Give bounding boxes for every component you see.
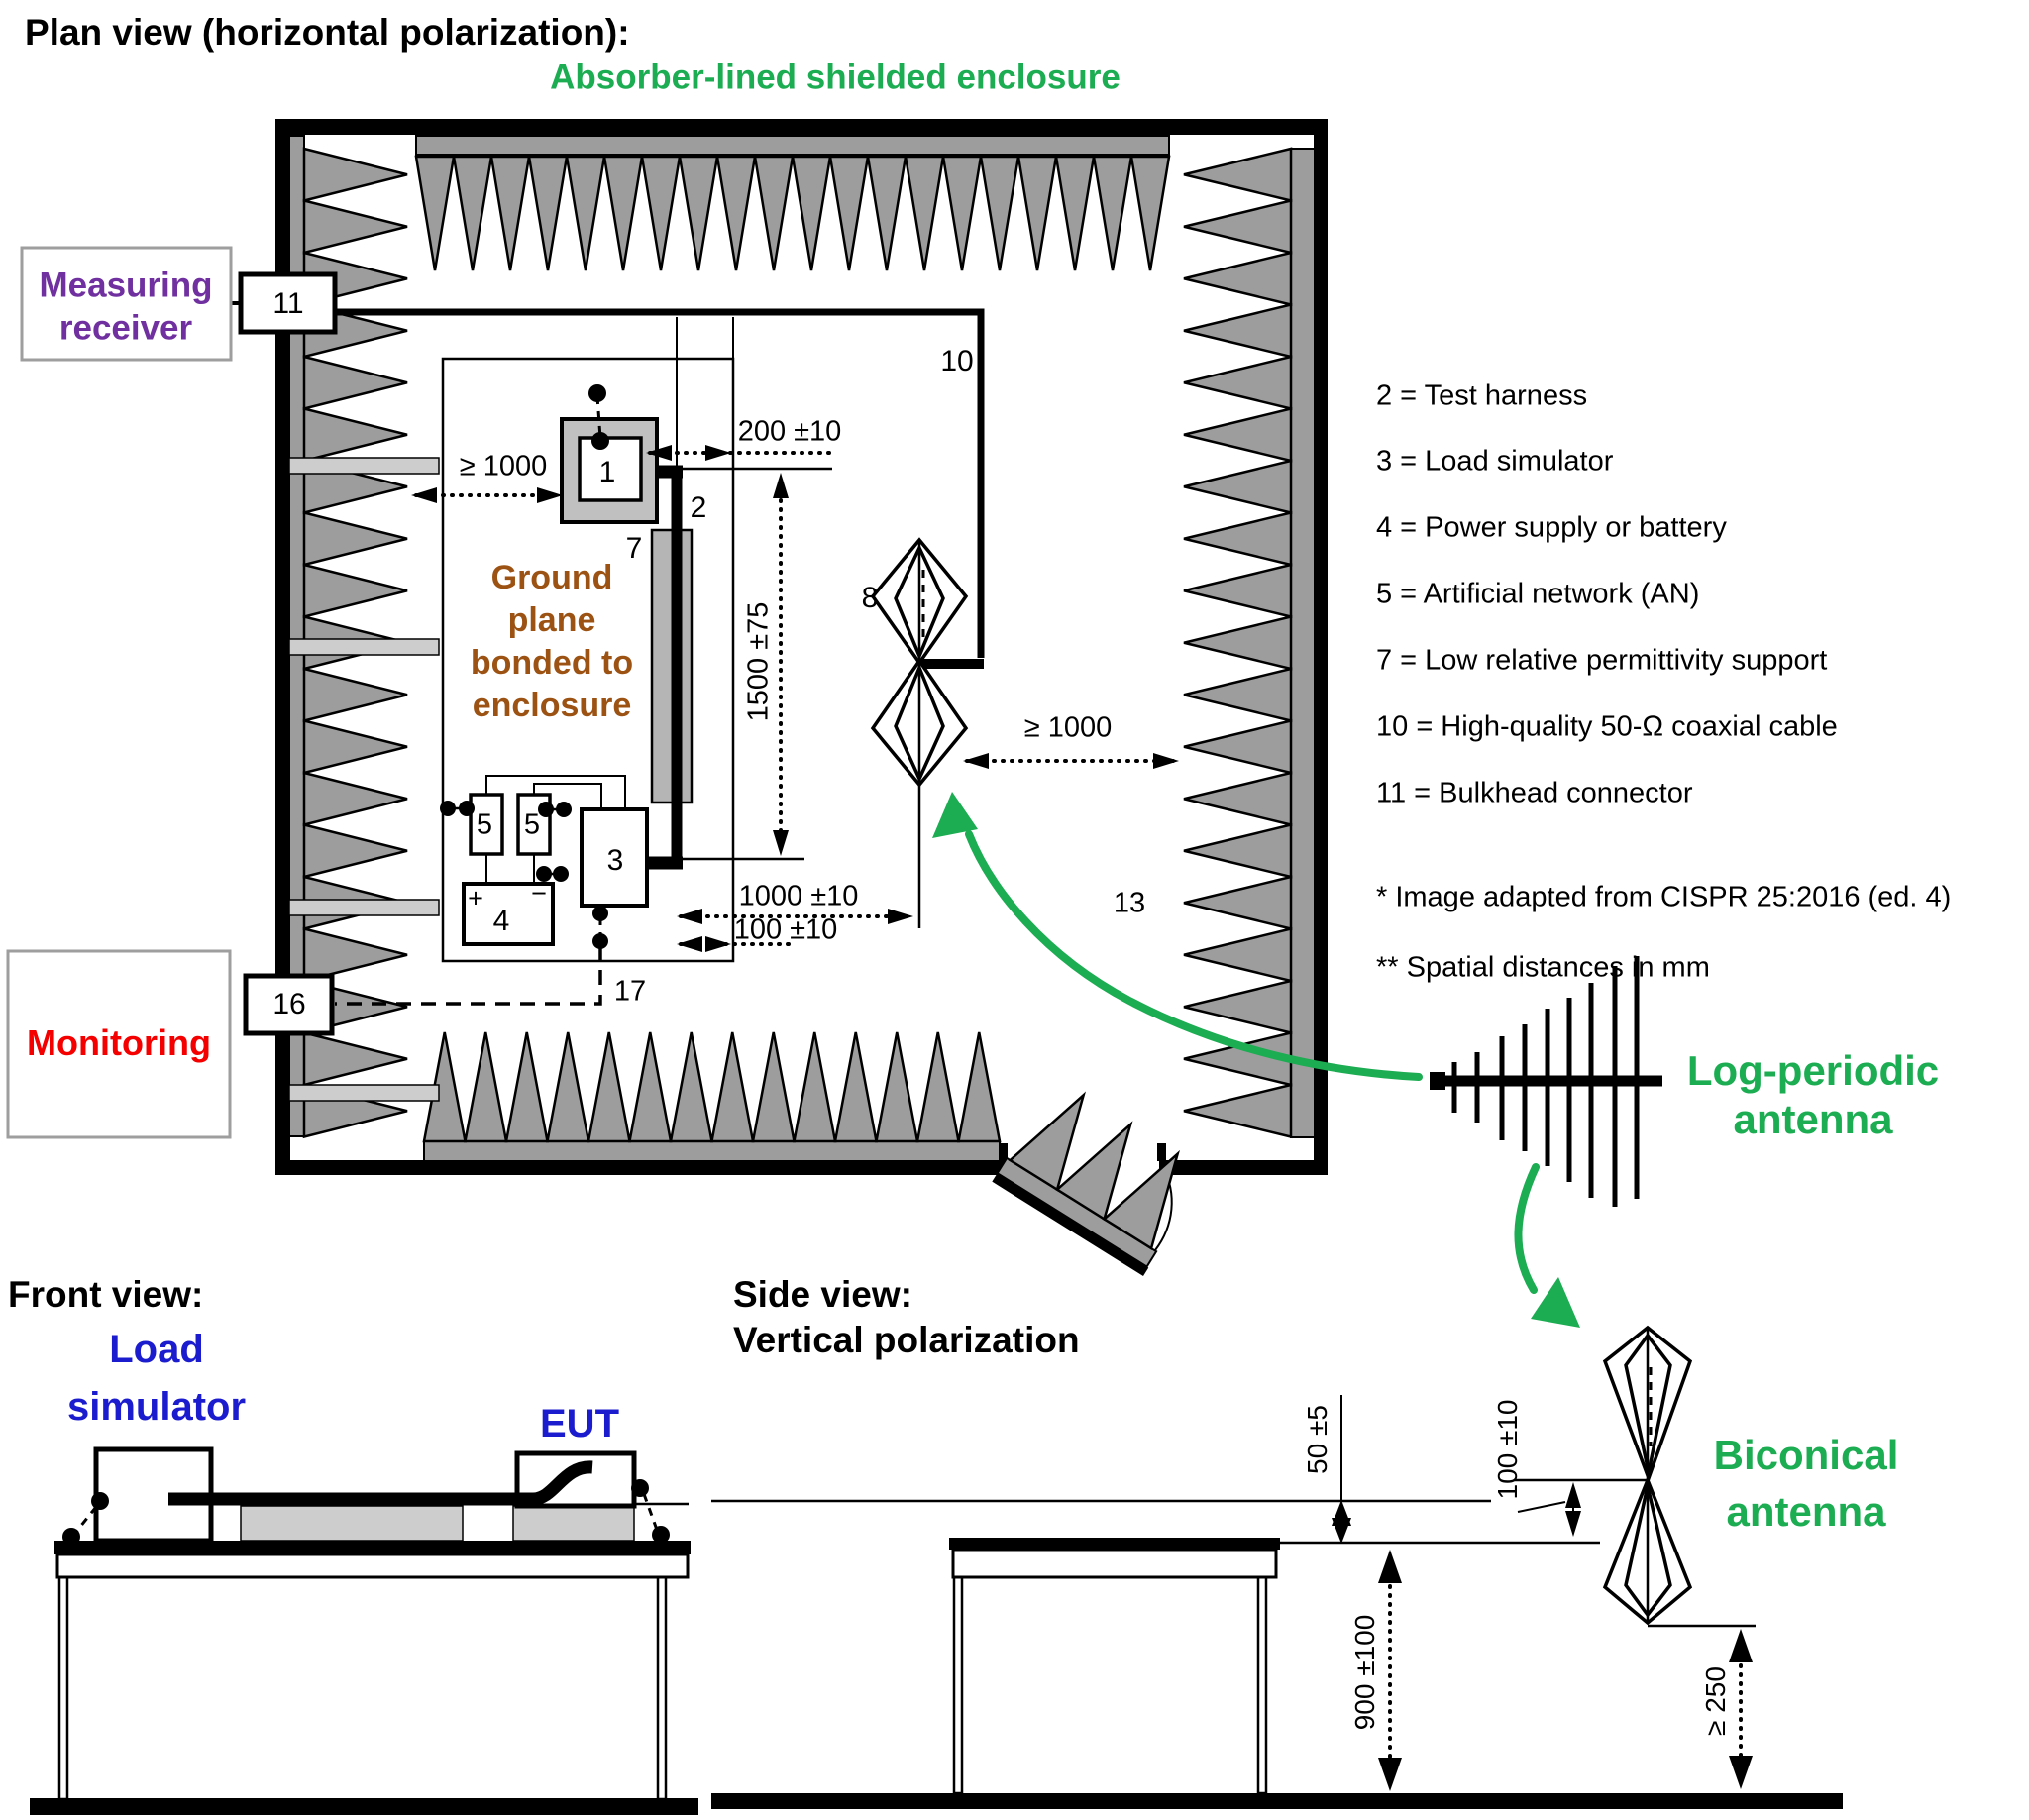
dim-antenna-above-gp: 100 ±10 bbox=[1492, 1399, 1523, 1500]
reference-lines bbox=[676, 317, 832, 861]
battery-minus: − bbox=[531, 878, 547, 909]
enclosure-walls bbox=[275, 119, 1328, 1175]
biconical-label-1: Biconical bbox=[1713, 1432, 1899, 1478]
plan-biconical-antenna bbox=[870, 537, 969, 928]
power-4-label: 4 bbox=[492, 905, 510, 937]
log-periodic-label-1: Log-periodic bbox=[1686, 1047, 1940, 1094]
dim-antenna-to-absorber: ≥ 1000 bbox=[1023, 711, 1113, 744]
gp-note-1: Ground bbox=[490, 559, 613, 596]
biconical-label-2: antenna bbox=[1726, 1488, 1886, 1535]
monitor-line bbox=[335, 906, 608, 1006]
measuring-receiver-box bbox=[20, 246, 233, 362]
green-arrow-to-plan-antenna bbox=[932, 792, 1423, 1081]
monitoring-box bbox=[6, 949, 232, 1139]
dim-antenna-clearance: ≥ 250 bbox=[1700, 1666, 1731, 1736]
plan-dimensions bbox=[411, 445, 1179, 952]
front-eut-label: EUT bbox=[540, 1402, 619, 1445]
dim-harness-height: 50 ±5 bbox=[1302, 1405, 1333, 1474]
green-arrow-to-side-antenna bbox=[1514, 1163, 1580, 1328]
eut-box bbox=[560, 384, 659, 524]
battery-plus: + bbox=[468, 883, 483, 913]
an-5-right-label: 5 bbox=[523, 808, 541, 841]
legend-item-5: 5 = Artificial network (AN) bbox=[1376, 578, 1700, 610]
legend-footnote-1: * Image adapted from CISPR 25:2016 (ed. … bbox=[1376, 881, 1952, 913]
legend-item-11: 11 = Bulkhead connector bbox=[1376, 777, 1693, 809]
coax-10-label: 10 bbox=[940, 345, 974, 377]
legend-footnote-2: ** Spatial distances in mm bbox=[1376, 951, 1710, 984]
gp-note-4: enclosure bbox=[472, 687, 632, 724]
log-periodic-antenna bbox=[1430, 956, 1662, 1207]
absorber-13-label: 13 bbox=[1113, 887, 1146, 919]
bulkhead-16-label: 16 bbox=[272, 988, 306, 1020]
artificial-networks-and-load bbox=[440, 775, 649, 946]
harness-2-label: 2 bbox=[690, 491, 707, 524]
shielded-door bbox=[992, 1091, 1180, 1277]
legend-item-10: 10 = High-quality 50-Ω coaxial cable bbox=[1376, 710, 1838, 743]
front-view-drawing bbox=[30, 1446, 698, 1815]
bulkhead-connectors bbox=[226, 271, 338, 1036]
absorber-backings bbox=[288, 135, 1316, 1162]
enclosure-title: Absorber-lined shielded enclosure bbox=[550, 57, 1121, 97]
an-5-left-label: 5 bbox=[476, 808, 493, 841]
dim-eut-to-wall: ≥ 1000 bbox=[459, 450, 548, 482]
gp-note-3: bonded to bbox=[470, 644, 634, 682]
line-17-label: 17 bbox=[613, 975, 647, 1008]
legend-item-4: 4 = Power supply or battery bbox=[1376, 511, 1727, 544]
coax-cable bbox=[335, 308, 985, 669]
side-view-title-2: Vertical polarization bbox=[733, 1320, 1080, 1360]
wall-penetration-panels bbox=[288, 457, 440, 1102]
side-view-drawing bbox=[711, 1325, 1843, 1809]
measuring-receiver-label-2: receiver bbox=[58, 308, 193, 348]
antenna-8-label: 8 bbox=[861, 582, 879, 614]
legend-item-2: 2 = Test harness bbox=[1376, 379, 1588, 412]
front-load-sim-label-2: simulator bbox=[66, 1385, 247, 1429]
dim-eut-to-gp-edge: 200 ±10 bbox=[737, 415, 842, 448]
eut-1-label: 1 bbox=[598, 456, 616, 488]
legend-item-3: 3 = Load simulator bbox=[1376, 445, 1614, 478]
side-view-title-1: Side view: bbox=[733, 1274, 912, 1315]
dim-harness-to-antenna: 1000 ±10 bbox=[738, 880, 859, 912]
absorber-cones-right bbox=[1183, 147, 1293, 1139]
absorber-cones-top bbox=[414, 155, 1171, 271]
legend-item-7: 7 = Low relative permittivity support bbox=[1376, 644, 1828, 677]
absorber-cones-bottom bbox=[422, 1031, 1002, 1143]
monitoring-label: Monitoring bbox=[27, 1022, 211, 1063]
front-load-sim-label-1: Load bbox=[109, 1328, 204, 1371]
log-periodic-label-2: antenna bbox=[1733, 1096, 1893, 1142]
bulkhead-11-label: 11 bbox=[272, 287, 304, 320]
load-3-label: 3 bbox=[606, 844, 624, 877]
dim-gp-height: 900 ±100 bbox=[1349, 1614, 1380, 1731]
plan-view-title: Plan view (horizontal polarization): bbox=[25, 12, 630, 53]
dim-harness-to-gp-edge: 100 ±10 bbox=[733, 913, 838, 946]
front-view-title: Front view: bbox=[8, 1274, 204, 1315]
gp-note-2: plane bbox=[507, 601, 596, 639]
measuring-receiver-label: Measuring bbox=[39, 266, 213, 305]
dim-harness-length: 1500 ±75 bbox=[742, 601, 775, 722]
support-7-label: 7 bbox=[625, 532, 643, 565]
